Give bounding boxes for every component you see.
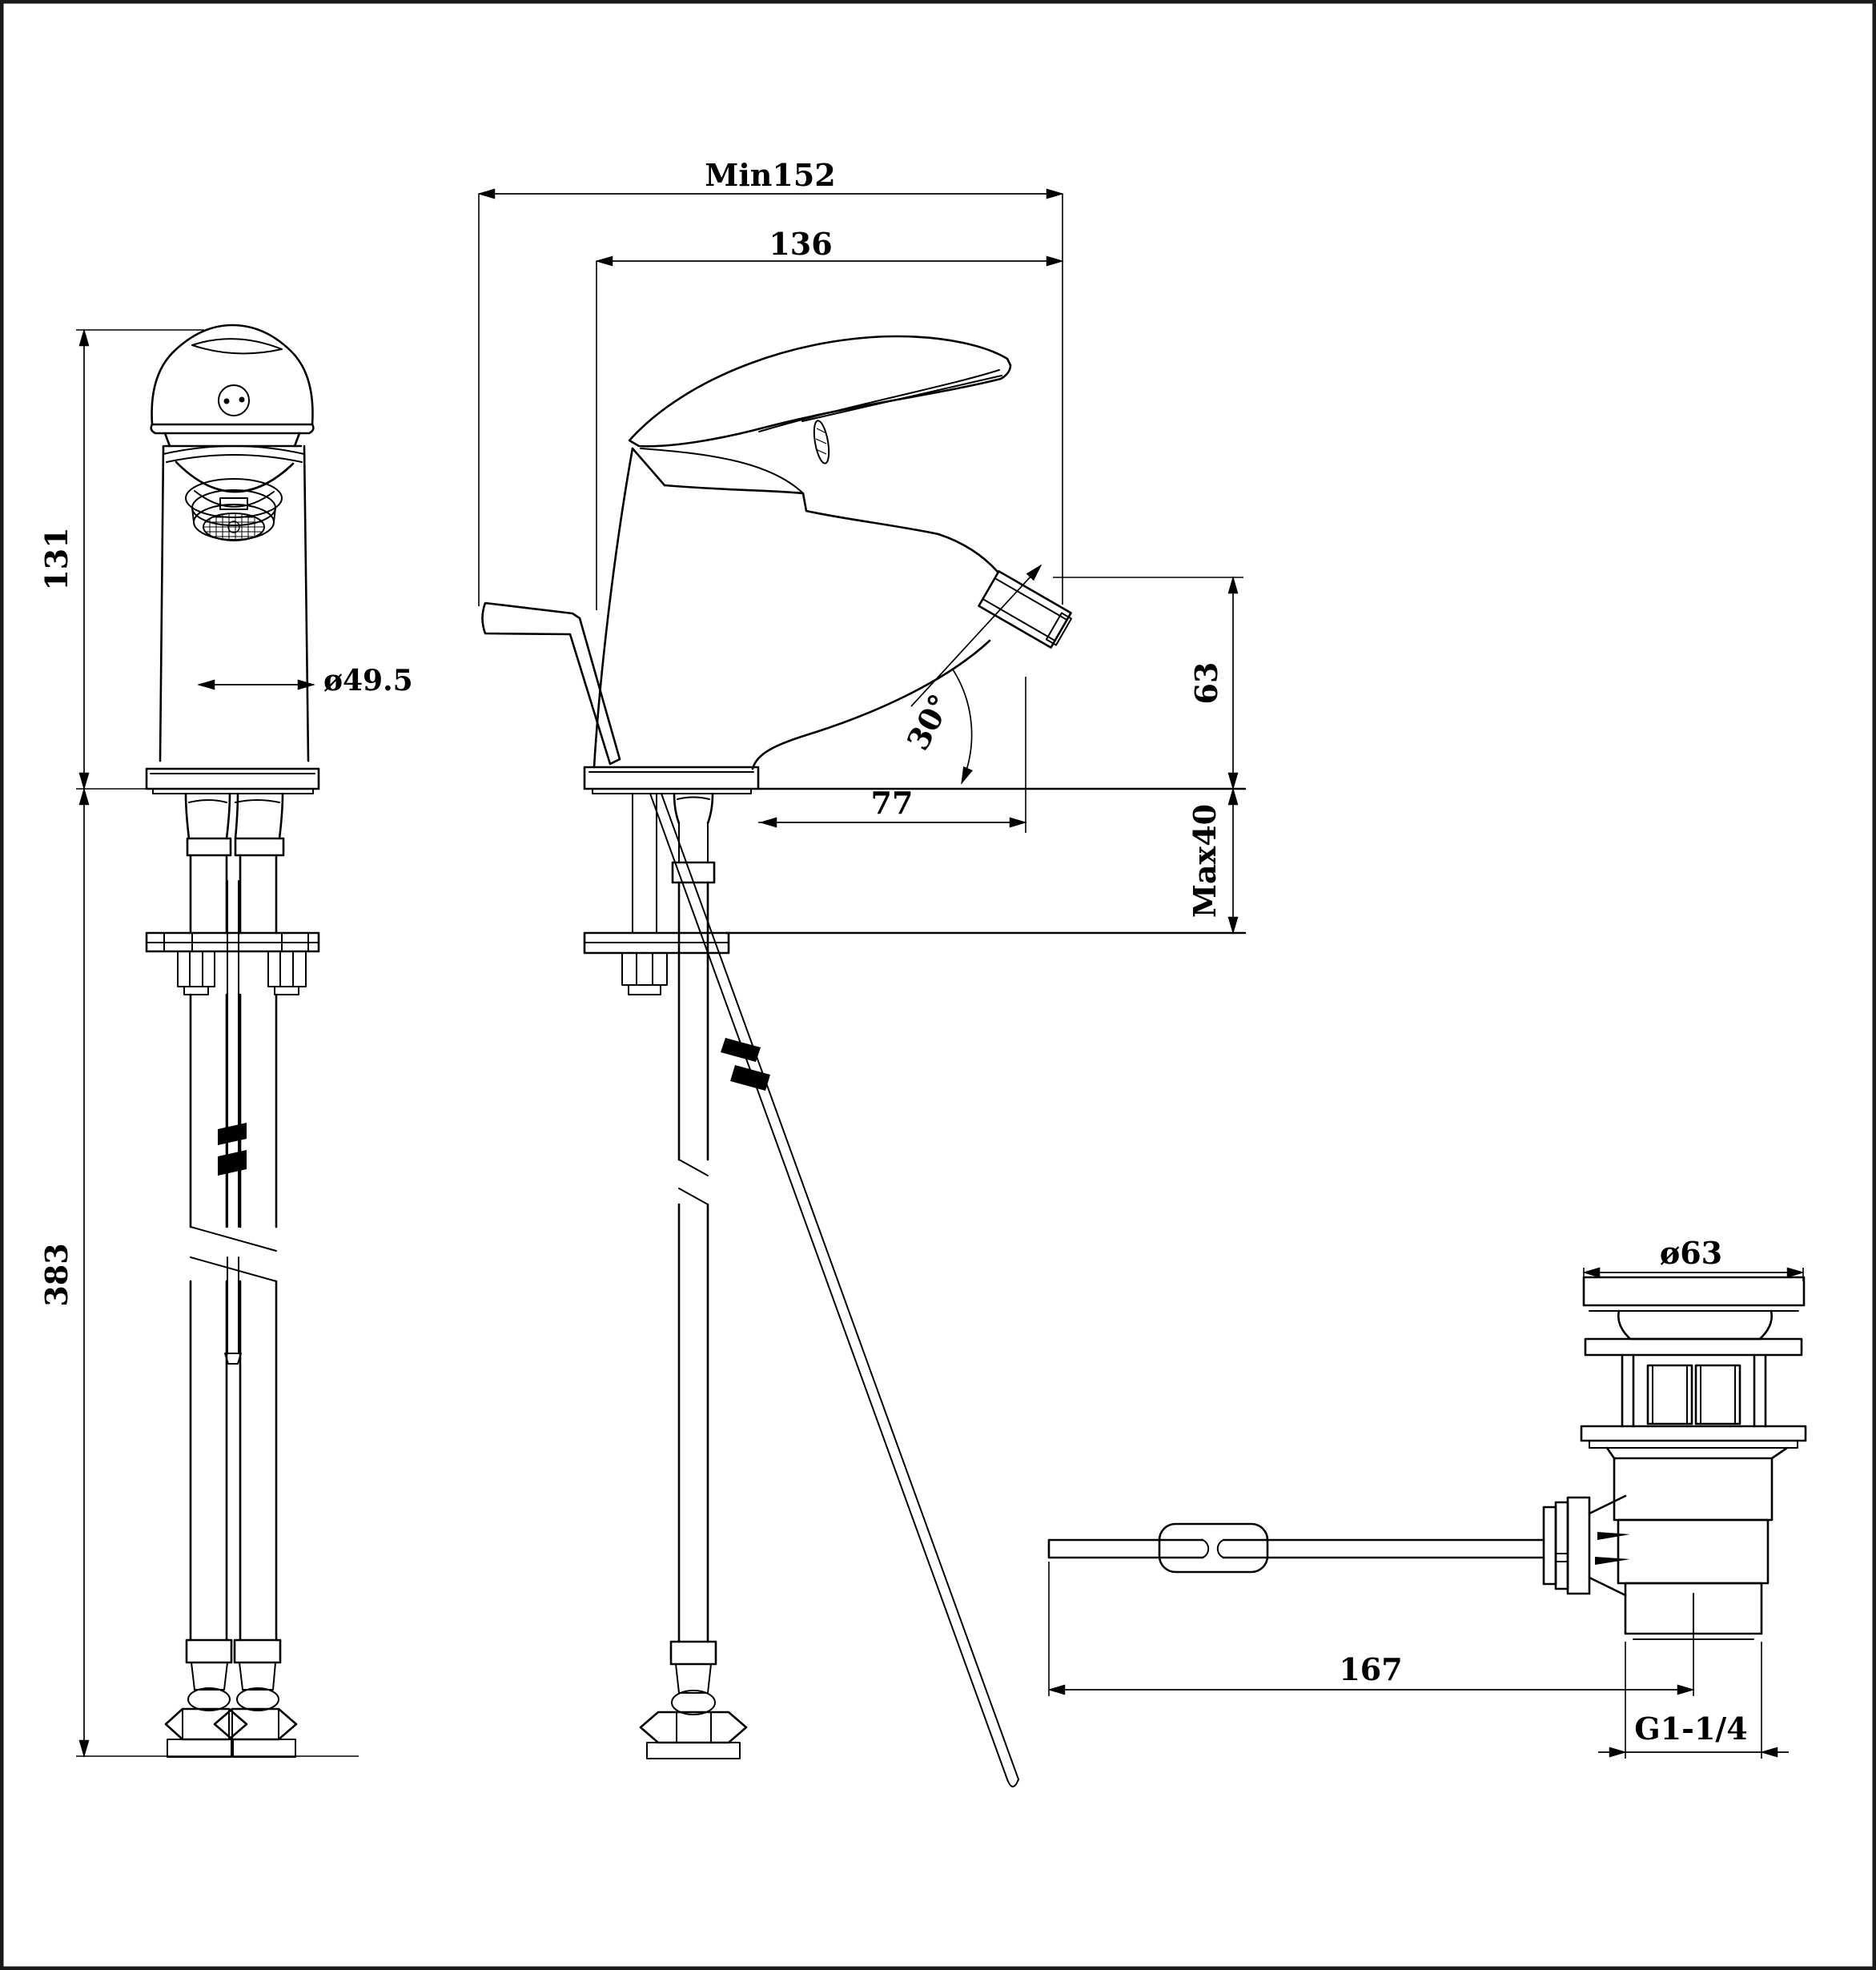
dim-131: 131 bbox=[38, 527, 74, 590]
side-lever bbox=[481, 601, 621, 766]
side-base-plate bbox=[583, 766, 760, 794]
side-rod-band-lower bbox=[730, 1065, 770, 1091]
dim-63: 63 bbox=[1188, 662, 1224, 705]
dim-g114: G1-1/4 bbox=[1634, 1711, 1747, 1747]
handle-cap-button bbox=[218, 384, 250, 416]
side-body bbox=[593, 447, 999, 770]
side-hose-nut bbox=[639, 1711, 748, 1744]
angle-arc bbox=[952, 669, 973, 785]
hose-nut-left bbox=[164, 1707, 248, 1741]
dimensions: 131 383 ø49.5 Min152 136 30° 63 77 Max40… bbox=[38, 157, 1805, 1759]
dim-136: 136 bbox=[769, 226, 832, 262]
front-handle-dome bbox=[150, 324, 315, 435]
rod-band-lower bbox=[218, 1150, 247, 1176]
temp-indicator bbox=[813, 420, 830, 464]
dim-77: 77 bbox=[871, 785, 914, 821]
rod-band-upper bbox=[218, 1123, 247, 1145]
dim-min152: Min152 bbox=[705, 157, 835, 193]
front-spout-aerator bbox=[175, 460, 295, 541]
front-body bbox=[159, 432, 310, 762]
dim-63dia: ø63 bbox=[1660, 1235, 1722, 1271]
front-base-plate bbox=[145, 767, 320, 794]
front-underdeck bbox=[145, 792, 320, 1758]
hose-break bbox=[190, 1226, 277, 1282]
aerator-mesh bbox=[203, 513, 265, 541]
drain-plug bbox=[1582, 1276, 1806, 1357]
drain-body bbox=[1613, 1457, 1774, 1640]
dim-383: 383 bbox=[38, 1243, 74, 1306]
front-view bbox=[145, 324, 320, 1758]
dim-max40: Max40 bbox=[1187, 804, 1223, 918]
side-aerator bbox=[978, 570, 1072, 649]
dim-167: 167 bbox=[1339, 1651, 1402, 1687]
side-hose-break bbox=[678, 1159, 709, 1205]
dim-30deg: 30° bbox=[899, 688, 958, 756]
drain-linkage bbox=[1047, 1522, 1545, 1574]
side-popup-rod bbox=[649, 793, 1019, 1787]
hose-nut-right bbox=[213, 1707, 298, 1741]
drain-view bbox=[1047, 1276, 1807, 1640]
side-handle bbox=[628, 335, 1012, 464]
spout-axis-line bbox=[910, 564, 1042, 707]
side-underdeck bbox=[583, 792, 748, 1759]
side-view bbox=[481, 335, 1247, 1787]
side-rod-band-upper bbox=[721, 1038, 761, 1062]
drain-side-port bbox=[1542, 1494, 1630, 1597]
dim-49-5: ø49.5 bbox=[323, 664, 413, 698]
drain-cage bbox=[1580, 1353, 1807, 1460]
